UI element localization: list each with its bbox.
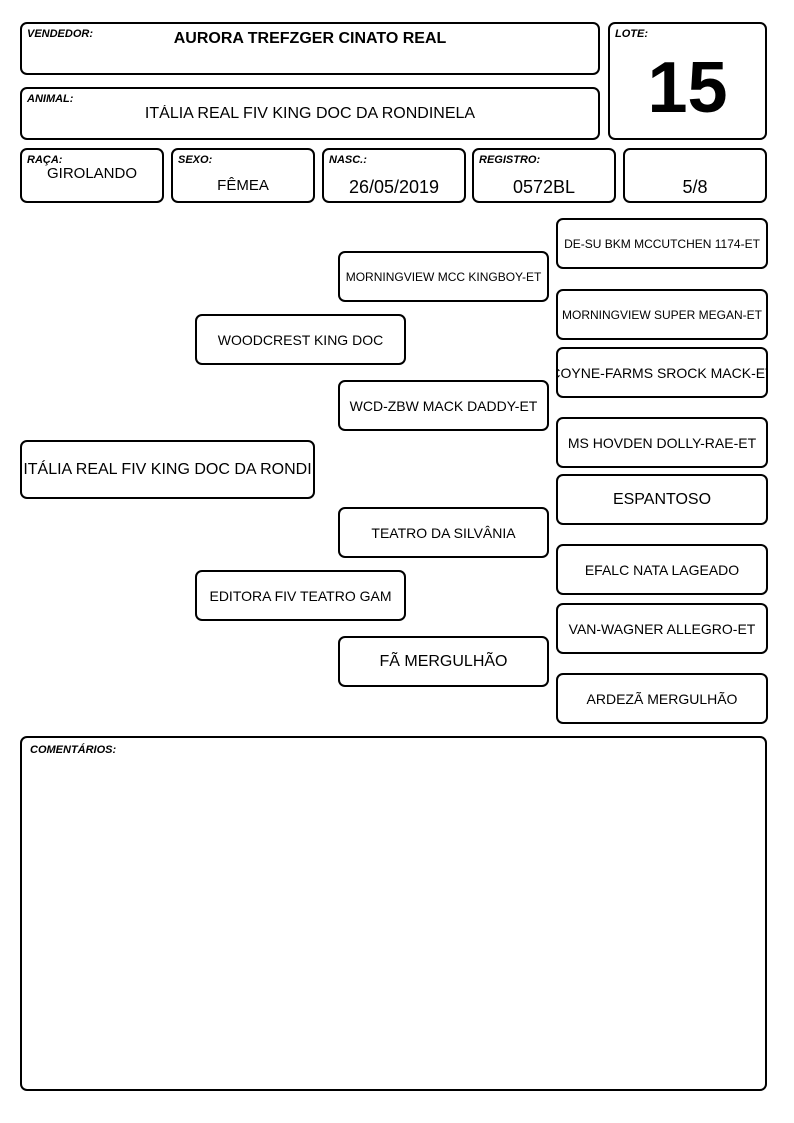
sexo-value: FÊMEA [217,177,269,194]
raca-box: RAÇA: GIROLANDO [20,148,164,203]
grau-box: 5/8 [623,148,767,203]
pedigree-sd-sire: COYNE-FARMS SROCK MACK-ET [556,347,768,398]
registro-label: REGISTRO: [479,154,541,166]
vendedor-label: VENDEDOR: [27,28,94,40]
nasc-label: NASC.: [329,154,367,166]
lote-box: LOTE: 15 [608,22,767,140]
pedigree-ds-dam: EFALC NATA LAGEADO [556,544,768,595]
nasc-value: 26/05/2019 [348,177,440,197]
pedigree-dam-sire: TEATRO DA SILVÂNIA [338,507,549,558]
pedigree-dam: EDITORA FIV TEATRO GAM [195,570,406,621]
sexo-label: SEXO: [178,154,213,166]
comments-box: COMENTÁRIOS: [20,736,767,1091]
nasc-box: NASC.: 26/05/2019 [322,148,466,203]
sexo-box: SEXO: FÊMEA [171,148,315,203]
animal-box: ANIMAL: ITÁLIA REAL FIV KING DOC DA ROND… [20,87,600,140]
pedigree-ds-sire: ESPANTOSO [556,474,768,525]
grau-value: 5/8 [682,177,708,197]
animal-label: ANIMAL: [27,93,74,105]
registro-value: 0572BL [512,177,576,197]
vendedor-box: VENDEDOR: AURORA TREFZGER CINATO REAL [20,22,600,75]
pedigree-ss-dam: MORNINGVIEW SUPER MEGAN-ET [556,289,768,340]
pedigree-dd-dam: ARDEZÃ MERGULHÃO [556,673,768,724]
lote-number: 15 [647,52,728,124]
lote-label: LOTE: [615,28,648,40]
pedigree-dd-sire: VAN-WAGNER ALLEGRO-ET [556,603,768,654]
pedigree-sd-dam: MS HOVDEN DOLLY-RAE-ET [556,417,768,468]
pedigree-ss-sire: DE-SU BKM MCCUTCHEN 1174-ET [556,218,768,269]
vendedor-value: AURORA TREFZGER CINATO REAL [173,30,447,47]
raca-label: RAÇA: [27,154,63,166]
comments-label: COMENTÁRIOS: [30,744,117,756]
raca-value: GIROLANDO [46,165,137,182]
registro-box: REGISTRO: 0572BL [472,148,616,203]
pedigree-sire: WOODCREST KING DOC [195,314,406,365]
pedigree-sire-dam: WCD-ZBW MACK DADDY-ET [338,380,549,431]
animal-name: ITÁLIA REAL FIV KING DOC DA RONDINELA [144,105,476,122]
pedigree-dam-dam: FÃ MERGULHÃO [338,636,549,687]
pedigree-animal: ITÁLIA REAL FIV KING DOC DA RONDI [20,440,315,499]
pedigree-sire-sire: MORNINGVIEW MCC KINGBOY-ET [338,251,549,302]
